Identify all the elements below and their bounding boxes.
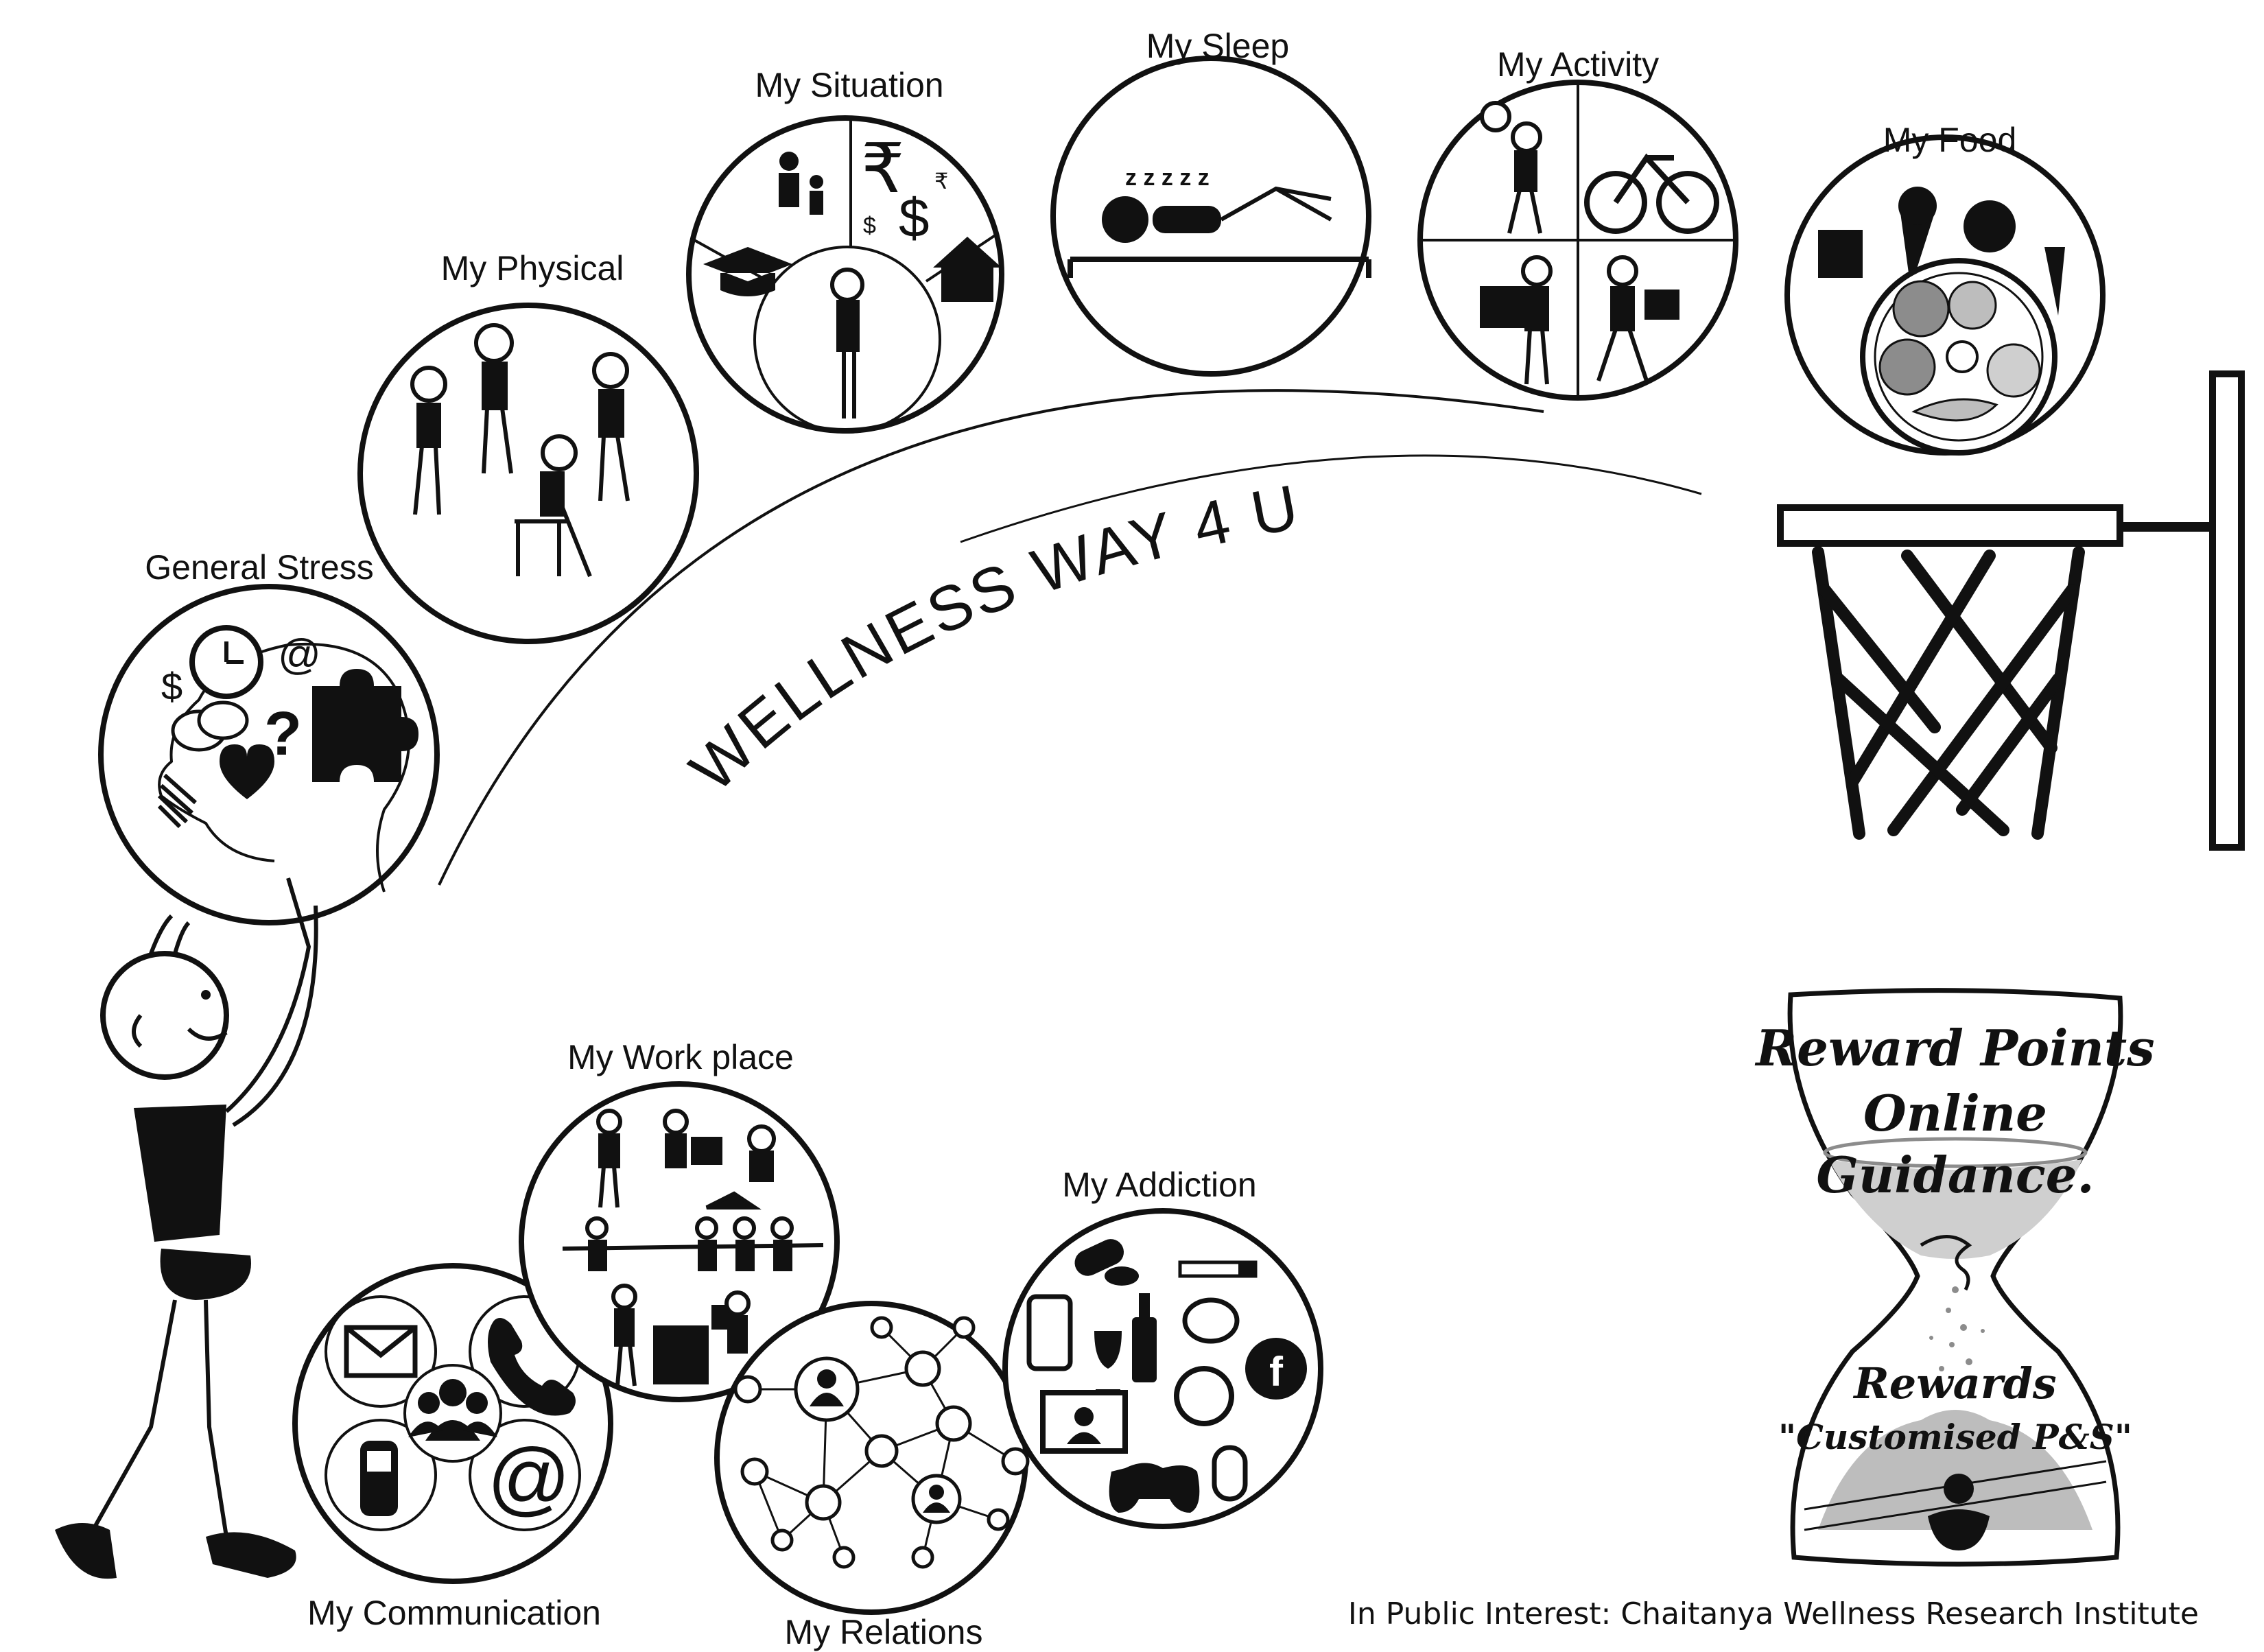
stick-figure-player (55, 877, 318, 1579)
apple-icon (1964, 200, 2016, 252)
label-physical: My Physical (440, 249, 624, 287)
label-addiction: My Addiction (1062, 1166, 1257, 1204)
puzzle-icon (312, 669, 418, 782)
bicycle-icon (1584, 153, 1719, 234)
label-food: My Food (1883, 121, 2017, 159)
sleep-circle: z z z z z (1050, 56, 1371, 377)
svg-text:$: $ (863, 213, 876, 239)
gamepad-icon (1109, 1463, 1200, 1513)
smartphone-icon (1026, 1294, 1073, 1371)
graduation-cap-icon (703, 247, 792, 296)
facebook-icon (1245, 1338, 1307, 1400)
mouse-icon (1212, 1445, 1248, 1502)
envelope-icon (344, 1325, 418, 1378)
hourglass-guidance: Guidance. (1816, 1146, 2095, 1204)
barcode-icon (157, 773, 197, 829)
trajectory-arcs (438, 389, 1702, 886)
rupee-icon: ₹ (861, 130, 905, 207)
relations-circle (714, 1301, 1030, 1615)
pill-icon (1074, 1239, 1124, 1276)
svg-text:₹: ₹ (934, 169, 948, 193)
house-icon (933, 237, 1002, 302)
group-icon (408, 1379, 497, 1441)
smiley-leaf-logo (1928, 1474, 1990, 1550)
bottle-icon (1132, 1317, 1157, 1382)
label-relations: My Relations (784, 1613, 983, 1651)
workplace-circle (519, 1081, 840, 1402)
clock-icon (189, 625, 263, 699)
zzz-icon: z z z z z (1125, 165, 1210, 191)
label-situation: My Situation (755, 66, 944, 104)
network-nodes (733, 1316, 1030, 1569)
activity-circle (1417, 80, 1738, 401)
communication-circle: @ (292, 1263, 613, 1584)
addiction-circle: f (1002, 1208, 1323, 1529)
dollar-icon: $ (161, 665, 182, 708)
physical-circle (357, 303, 699, 644)
hourglass-customised: "Customised P&S" (1778, 1417, 2132, 1457)
food-circle (1784, 134, 2106, 456)
situation-circle: ₹ $ $ ₹ (686, 115, 1004, 434)
dollar-icon-2: $ (899, 187, 930, 248)
mug-icon (1818, 230, 1863, 278)
label-communication: My Communication (307, 1594, 601, 1632)
thali-plate (1860, 258, 2057, 456)
ice-cream-icon (1900, 213, 1935, 288)
at-icon-2: @ (487, 1432, 571, 1524)
at-icon: @ (278, 631, 321, 678)
footer-credit: In Public Interest: Chaitanya Wellness R… (1347, 1596, 2199, 1631)
hourglass-online: Online (1863, 1084, 2047, 1142)
hourglass-rewards: Rewards (1854, 1358, 2057, 1408)
main-title: WELLNESS WAY 4 U (677, 472, 1306, 805)
label-general-stress: General Stress (145, 548, 374, 587)
wine-glass-icon (1094, 1331, 1122, 1395)
basketball-hoop (1777, 370, 2245, 851)
label-workplace: My Work place (567, 1038, 794, 1076)
heart-icon (220, 744, 274, 799)
label-sleep: My Sleep (1146, 27, 1290, 65)
sand-dots (1929, 1286, 1985, 1371)
person-figure (830, 268, 864, 418)
carrot-icon (2044, 247, 2065, 316)
phone-icon (488, 1318, 576, 1416)
svg-text:f: f (1269, 1349, 1284, 1395)
label-activity: My Activity (1496, 45, 1660, 84)
hourglass-reward-points: Reward Points (1756, 1019, 2155, 1077)
whatsapp-icon (1174, 1366, 1234, 1426)
general-stress-circle: $ @ ? (98, 584, 440, 925)
speech-bubble-icon (1182, 1297, 1240, 1344)
chat-bubbles-icon (171, 700, 249, 752)
hourglass (1787, 988, 2123, 1567)
